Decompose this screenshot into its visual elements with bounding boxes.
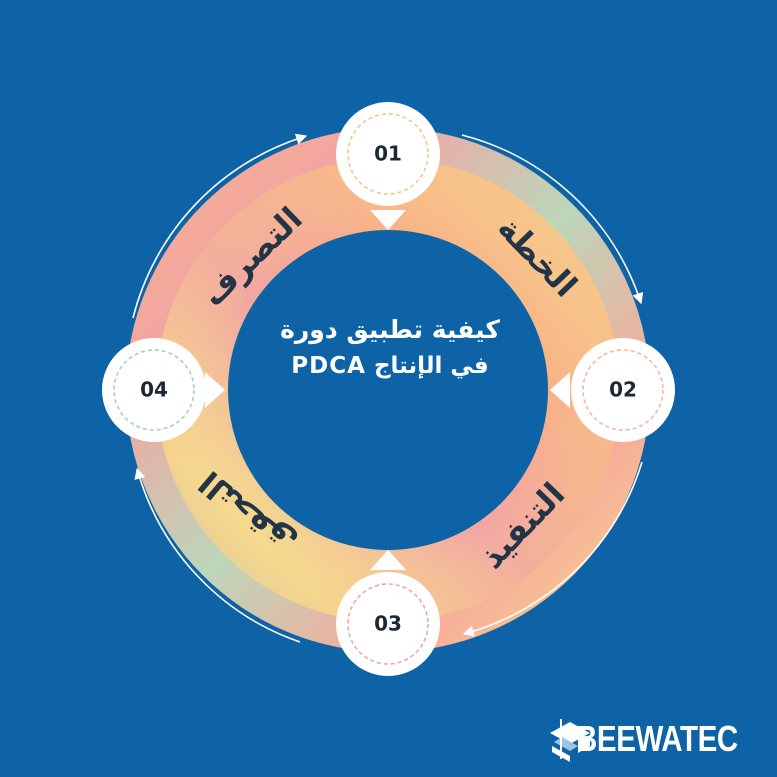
arrow-bottom-left: [134, 467, 301, 643]
step-number-01: 01: [374, 142, 402, 166]
arrow-top-left: [132, 133, 308, 319]
brand-footer: BEEWATEC: [548, 715, 773, 763]
brand-name: BEEWATEC: [576, 718, 738, 759]
brand-divider: [560, 719, 562, 759]
title-line-1: كيفية تطبيق دورة: [280, 315, 500, 344]
arrow-bottom-right: [462, 461, 643, 637]
step-number-03: 03: [374, 612, 402, 636]
step-number-02: 02: [609, 378, 637, 402]
step-badge-04: 04: [102, 338, 225, 442]
step-badge-02: 02: [550, 338, 675, 442]
step-number-04: 04: [140, 378, 168, 402]
center-disc: [228, 230, 548, 550]
diagram-title: كيفية تطبيق دورة في الإنتاج PDCA: [240, 312, 540, 384]
step-badge-01: 01: [336, 102, 440, 230]
step-badge-03: 03: [336, 550, 440, 676]
cycle-arrows: [132, 133, 644, 643]
title-line-2: في الإنتاج PDCA: [291, 353, 489, 379]
arrow-top-right: [461, 134, 644, 305]
